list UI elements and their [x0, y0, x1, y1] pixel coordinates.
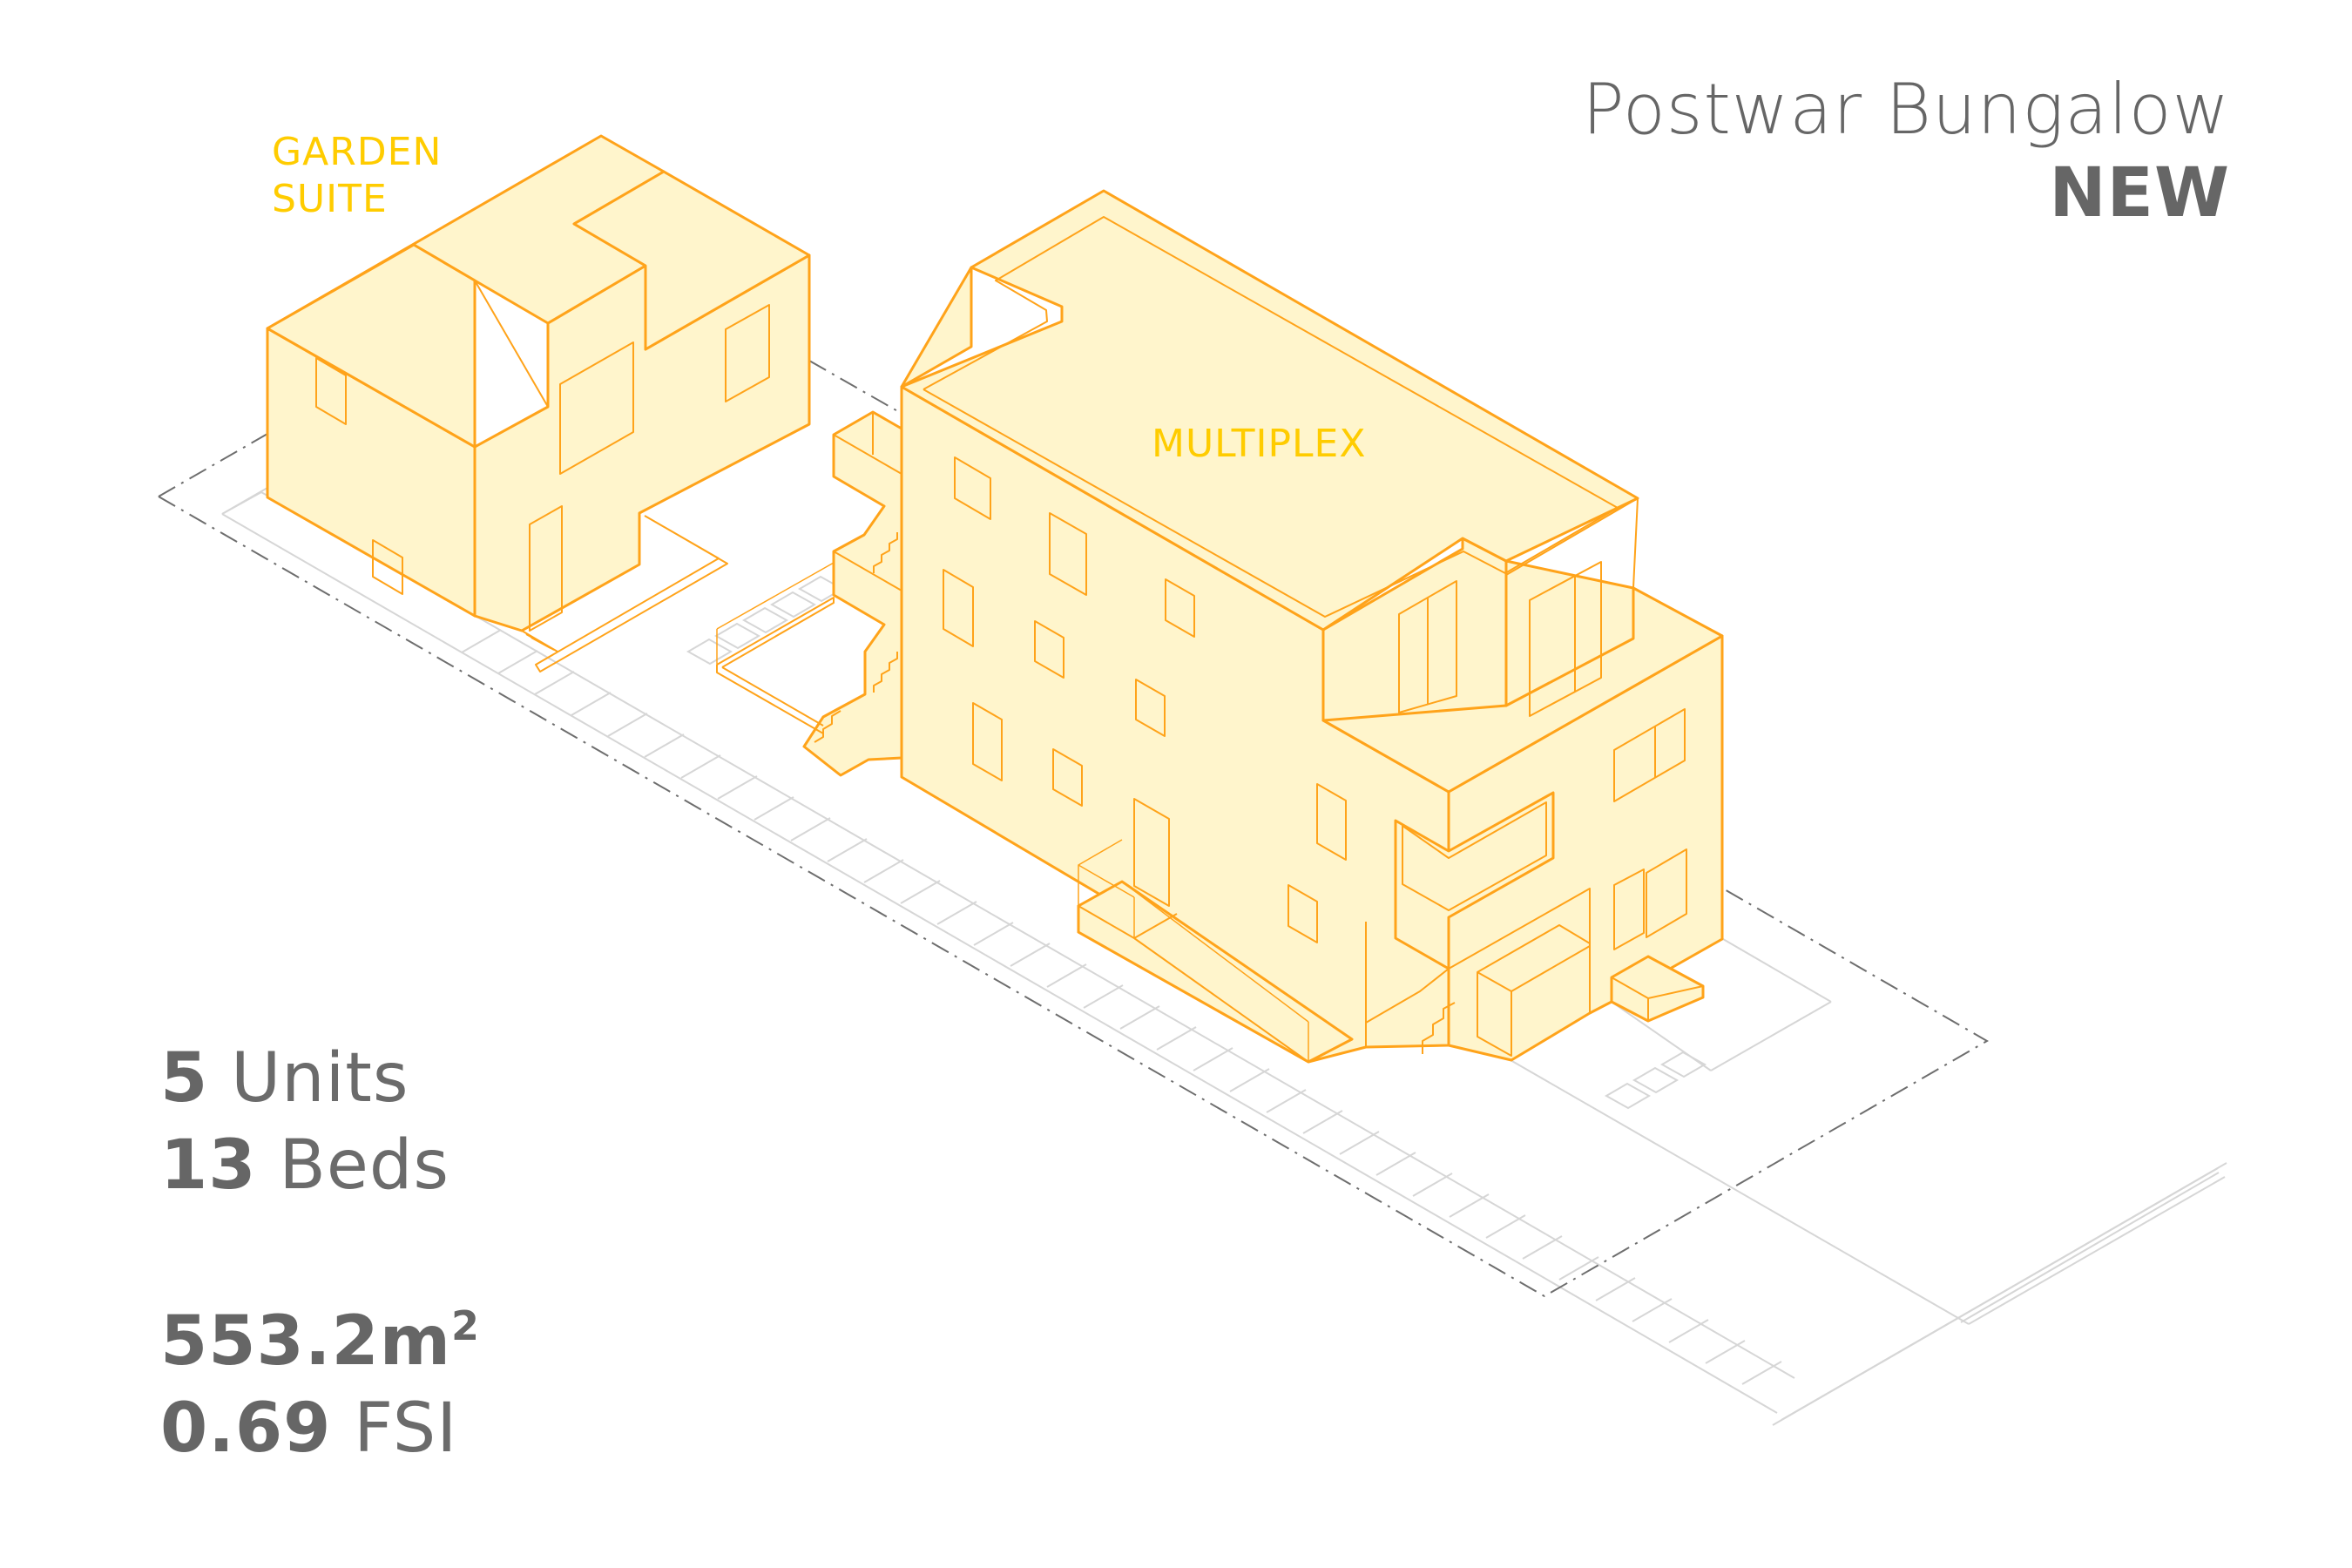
entry-ramp: [1077, 839, 1354, 1064]
balcony: [1394, 791, 1555, 970]
fsi-stat: 0.69 FSI: [160, 1385, 480, 1472]
fsi-label: FSI: [354, 1389, 458, 1468]
property-line: [158, 360, 1990, 1298]
project-type-title: Postwar Bungalow: [1582, 69, 2230, 150]
density-stats: 553.2m2 0.69 FSI: [160, 1298, 480, 1472]
multiplex-label: MULTIPLEX: [1152, 422, 1367, 466]
scenario-status: NEW: [2049, 154, 2230, 233]
multiplex-building: [716, 189, 1724, 1064]
units-stat: 5 Units: [160, 1035, 449, 1122]
beds-value: 13: [160, 1126, 257, 1205]
front-porch: [1365, 888, 1591, 1057]
garden-suite-label-line1: GARDEN: [272, 130, 443, 174]
beds-stat: 13 Beds: [160, 1122, 449, 1209]
beds-label: Beds: [279, 1126, 449, 1205]
exterior-stair-tower: [802, 410, 903, 777]
units-label: Units: [231, 1039, 409, 1118]
garden-suite-deck: [521, 515, 728, 672]
fsi-value: 0.69: [160, 1389, 332, 1468]
floor-area-value: 553.2m: [160, 1302, 451, 1381]
walkway-pavers: [461, 629, 1782, 1385]
garden-suite-label: GARDEN SUITE: [272, 129, 442, 223]
garden-suite-building: [266, 134, 811, 672]
rear-stoop: [1610, 955, 1705, 1023]
floor-area-stat: 553.2m2: [160, 1298, 480, 1385]
lower-deck: [716, 562, 835, 734]
units-value: 5: [160, 1039, 209, 1118]
garden-suite-label-line2: SUITE: [272, 177, 388, 221]
project-title-block: Postwar Bungalow NEW: [1582, 66, 2230, 233]
floor-area-unit-superscript: 2: [451, 1302, 481, 1349]
garden-suite-windows: [315, 304, 770, 632]
multiplex-windows: [943, 456, 1687, 950]
unit-stats: 5 Units 13 Beds: [160, 1035, 449, 1209]
